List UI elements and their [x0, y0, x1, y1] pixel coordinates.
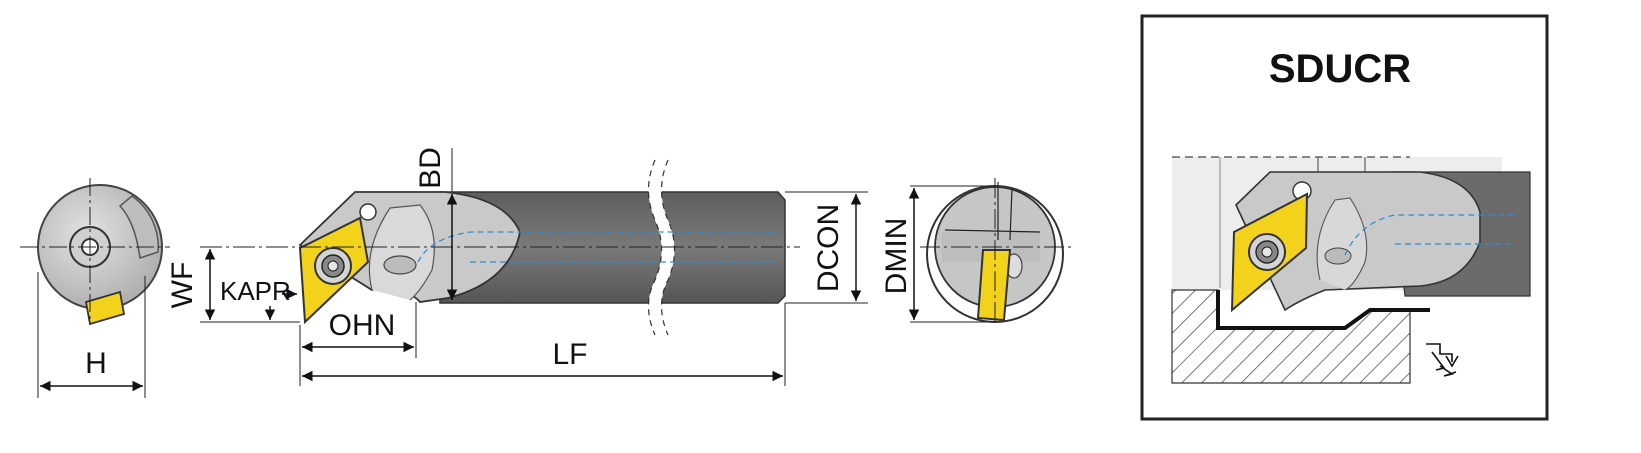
dimension-label-dmin: DMIN — [880, 218, 913, 295]
dimension-label-ohn: OHN — [329, 309, 396, 342]
end-view-left: H — [20, 178, 170, 398]
dimension-label-wf: WF — [166, 262, 199, 309]
dimension-label-h: H — [85, 347, 107, 380]
feed-direction-icon — [1426, 343, 1459, 377]
panel-title: SDUCR — [1269, 47, 1411, 91]
dimension-label-bd: BD — [414, 147, 447, 189]
application-panel: SDUCR — [1140, 14, 1549, 421]
dimension-label-lf: LF — [552, 338, 587, 371]
end-view-right: DMIN — [880, 178, 1072, 323]
side-view-main: BD DCON WF KAPR OHN LF — [166, 147, 868, 386]
dimension-label-dcon: DCON — [812, 204, 845, 292]
dimension-label-kapr: KAPR — [220, 276, 291, 306]
